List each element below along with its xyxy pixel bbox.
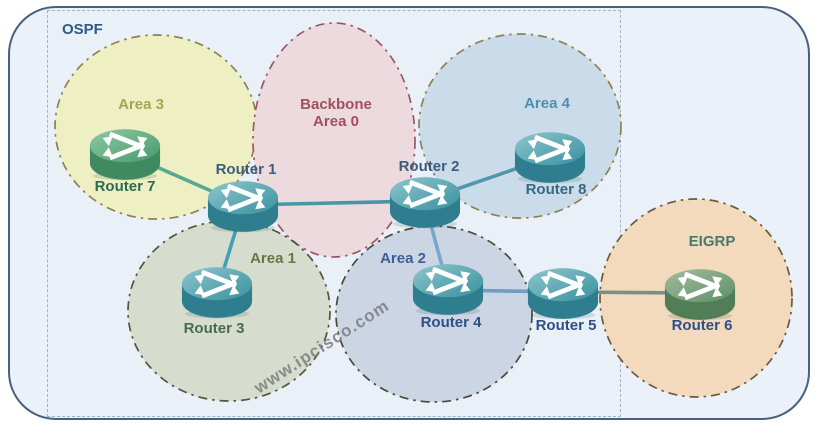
ospf-label: OSPF bbox=[62, 21, 103, 38]
router-icon bbox=[664, 269, 736, 321]
area1-label: Area 1 bbox=[250, 250, 296, 267]
router8-label: Router 8 bbox=[525, 181, 587, 198]
router-icon bbox=[89, 129, 161, 181]
area3-label: Area 3 bbox=[118, 96, 164, 113]
router-icon bbox=[527, 268, 599, 320]
area2-label: Area 2 bbox=[380, 250, 426, 267]
backbone-line2: Area 0 bbox=[313, 113, 359, 130]
backbone-area0-label: Backbone Area 0 bbox=[300, 96, 372, 130]
router-icon bbox=[514, 132, 586, 184]
router-node-router2[interactable] bbox=[388, 175, 462, 230]
backbone-area0-ellipse bbox=[252, 22, 416, 258]
router2-label: Router 2 bbox=[398, 158, 460, 175]
backbone-line1: Backbone bbox=[300, 96, 372, 113]
eigrp-label: EIGRP bbox=[688, 233, 736, 250]
router7-label: Router 7 bbox=[94, 178, 156, 195]
router-icon bbox=[207, 181, 279, 233]
router-node-router8[interactable] bbox=[513, 130, 587, 185]
router-icon bbox=[412, 264, 484, 316]
router-node-router3[interactable] bbox=[180, 265, 254, 320]
router-node-router6[interactable] bbox=[663, 267, 737, 322]
router3-label: Router 3 bbox=[183, 320, 245, 337]
router-icon bbox=[181, 267, 253, 319]
router-node-router1[interactable] bbox=[206, 179, 280, 234]
router-node-router5[interactable] bbox=[526, 266, 600, 321]
area4-label: Area 4 bbox=[524, 95, 570, 112]
router4-label: Router 4 bbox=[420, 314, 482, 331]
router-node-router7[interactable] bbox=[88, 127, 162, 182]
router-node-router4[interactable] bbox=[411, 262, 485, 317]
router1-label: Router 1 bbox=[215, 161, 277, 178]
router6-label: Router 6 bbox=[671, 317, 733, 334]
router5-label: Router 5 bbox=[535, 317, 597, 334]
router-icon bbox=[389, 177, 461, 229]
